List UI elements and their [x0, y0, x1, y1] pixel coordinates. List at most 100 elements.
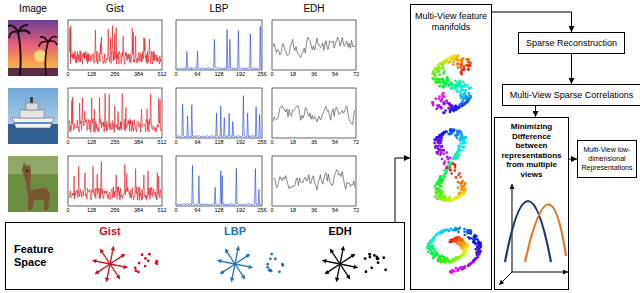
manifold-dot — [442, 79, 445, 82]
manifold-dot — [460, 188, 463, 191]
manifold-dot — [454, 153, 457, 156]
manifold-dot — [442, 64, 445, 67]
axis-head — [225, 249, 229, 254]
manifold-dot — [451, 269, 454, 272]
tick-label: 54 — [332, 71, 338, 77]
manifold-dot — [445, 59, 448, 62]
manifold-dot — [450, 57, 453, 60]
tick-label: 384 — [134, 71, 143, 77]
feature-dot — [365, 270, 368, 273]
manifold-dot — [442, 92, 445, 95]
manifold-dot — [437, 260, 440, 263]
tick-label: 384 — [134, 207, 143, 213]
tick-label: 128 — [87, 207, 96, 213]
axes-sketch — [499, 184, 568, 285]
feature-dot — [138, 262, 141, 265]
manifold-dot — [464, 89, 467, 92]
flow-arrow — [571, 54, 572, 84]
manifold-dot — [439, 78, 442, 81]
manifold-dot — [456, 90, 459, 93]
manifold-dot — [435, 254, 438, 257]
manifold-dot — [462, 137, 465, 140]
manifold-dot — [443, 163, 446, 166]
feature-curve — [177, 26, 261, 69]
tick-label: 0 — [174, 71, 177, 77]
feature-dot — [274, 257, 277, 260]
manifold-dot — [453, 198, 456, 201]
manifold-dot — [445, 169, 448, 172]
manifold-dot — [469, 229, 472, 232]
node-text: Sparse Reconstruction — [526, 38, 617, 48]
feature-dot — [144, 265, 147, 268]
manifold-dot — [454, 104, 457, 107]
manifold-dot — [465, 64, 468, 67]
manifold-dot — [460, 255, 463, 258]
manifold-dot — [469, 232, 472, 235]
feature-dot — [266, 266, 269, 269]
manifold-dot — [454, 166, 457, 169]
manifold-dot — [474, 243, 477, 246]
manifold-dot — [454, 169, 457, 172]
axis-label: LBP — [224, 225, 246, 237]
feature-dot — [134, 266, 137, 269]
manifold-dot — [446, 156, 449, 159]
manifold-dot — [438, 95, 441, 98]
manifold-dot — [440, 152, 443, 155]
manifold-dot — [450, 172, 453, 175]
manifold-dot — [466, 232, 469, 235]
manifold-dot — [440, 192, 443, 195]
manifold-dot — [477, 256, 480, 259]
column-heading: EDH — [303, 3, 324, 14]
manifold-dot — [480, 245, 483, 248]
manifold-dot — [436, 64, 439, 67]
manifold-dot — [449, 239, 452, 242]
manifold-dot — [457, 107, 460, 110]
manifold-dot — [456, 90, 459, 93]
tick-label: 18 — [290, 207, 296, 213]
manifold-dot — [441, 231, 444, 234]
plot-frame — [176, 20, 262, 70]
manifold-dot — [436, 233, 439, 236]
manifold-dot — [433, 139, 436, 142]
manifold-dot — [451, 87, 454, 90]
manifold-dot — [456, 137, 459, 140]
manifold-dot — [462, 268, 465, 271]
node-text: Multi-View Sparse Correlations — [510, 90, 633, 100]
tick-label: 36 — [311, 139, 317, 145]
feature-curve — [69, 161, 161, 200]
manifold-dot — [457, 156, 460, 159]
axis-head — [123, 265, 128, 269]
manifold-dot — [450, 133, 453, 136]
manifold-dot — [445, 99, 448, 102]
feature-dot — [148, 253, 151, 256]
column-heading: LBP — [210, 3, 229, 14]
manifold-dot — [439, 135, 442, 138]
manifold-dot — [444, 200, 447, 203]
manifold-dot — [434, 195, 437, 198]
manifold-dot — [461, 58, 464, 61]
manifold-dot — [443, 72, 446, 75]
manifold-dot — [446, 166, 449, 169]
feature-dot — [141, 253, 144, 256]
manifold-dot — [467, 246, 470, 249]
tick-label: 64 — [194, 71, 200, 77]
manifold-dot — [448, 61, 451, 64]
manifold-dot — [459, 79, 462, 82]
manifold-dot — [466, 58, 469, 61]
tick-label: 72 — [353, 207, 359, 213]
manifold-dot — [438, 183, 441, 186]
manifold-dot — [463, 234, 466, 237]
manifold-dot — [461, 96, 464, 99]
node-text: Multi-View feature manifolds — [414, 11, 488, 33]
manifold-dot — [438, 255, 441, 258]
axis-head — [217, 259, 222, 263]
manifold-dot — [434, 78, 437, 81]
manifold-dot — [436, 68, 439, 71]
tick-label: 256 — [110, 139, 119, 145]
manifold-dot — [439, 85, 442, 88]
manifold-dot — [460, 67, 463, 70]
manifold-dot — [432, 78, 435, 81]
tick-label: 128 — [87, 71, 96, 77]
manifold-dot — [448, 61, 451, 64]
tick-label: 128 — [214, 139, 223, 145]
